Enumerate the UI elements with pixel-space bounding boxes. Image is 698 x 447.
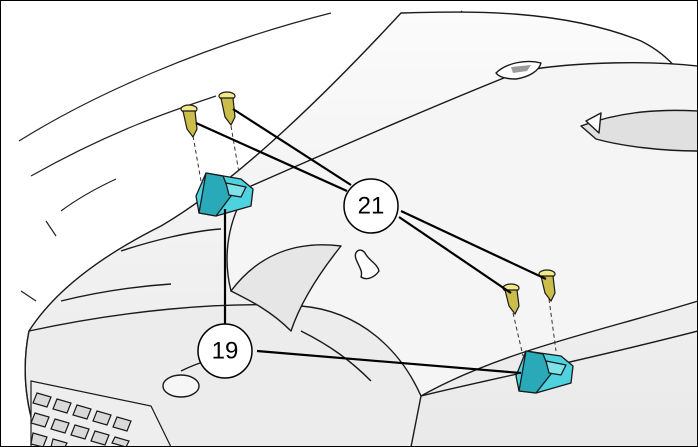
install-guides [192,125,557,357]
pin-left-1 [180,104,198,139]
leader-lines [195,108,547,375]
pin-left-2 [218,91,236,127]
hood-hook [354,249,380,280]
clip-left [195,172,254,217]
background-sketch-lines [18,10,472,302]
front-grille [30,380,172,446]
callout-19-label: 19 [212,338,239,365]
hood-right-recess [580,109,697,152]
callout-21: 21 [343,178,399,234]
hood-round-cap [162,374,200,398]
callout-19: 19 [197,323,253,379]
hood-side-recess [230,244,342,332]
pin-right-2 [538,269,556,303]
clip-right [515,350,574,394]
callout-21-label: 21 [358,193,385,220]
hood-side-edge [120,228,222,252]
